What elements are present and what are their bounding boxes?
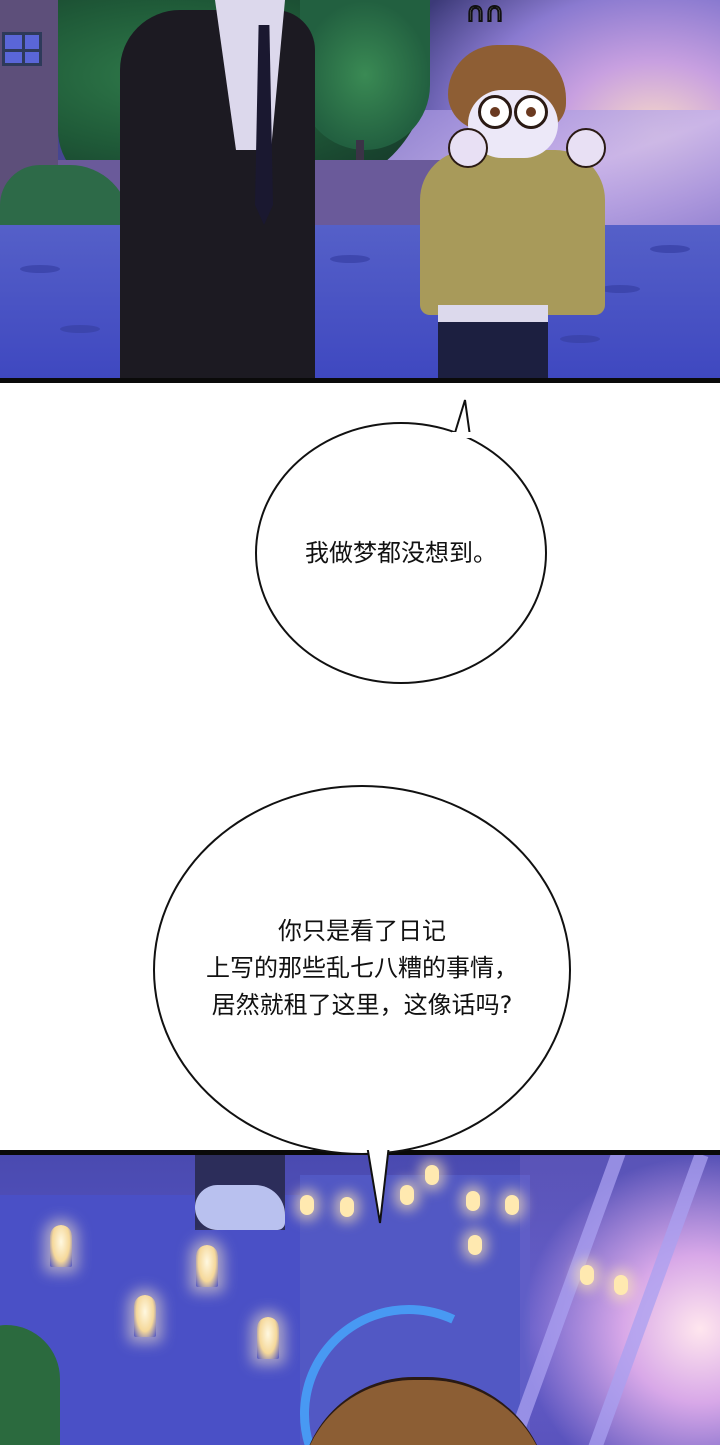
- man-tie: [255, 25, 273, 225]
- speech-tail-up-icon: [452, 399, 474, 438]
- glowing-window: [134, 1295, 156, 1337]
- cloud: [195, 1185, 285, 1230]
- comic-panel-bottom: [0, 1150, 720, 1445]
- glowing-window: [196, 1245, 218, 1287]
- man-in-suit: [120, 10, 315, 378]
- speech-bubble-1: 我做梦都没想到。: [255, 422, 547, 684]
- comic-panel-top: ∩∩: [0, 0, 720, 383]
- boy-fist-left: [448, 128, 488, 168]
- glowing-light: [425, 1165, 439, 1185]
- glowing-light: [505, 1195, 519, 1215]
- plaza-ground: [0, 225, 720, 378]
- glowing-light: [580, 1265, 594, 1285]
- glowing-light: [468, 1235, 482, 1255]
- glowing-window: [257, 1317, 279, 1359]
- glowing-light: [400, 1185, 414, 1205]
- boy-eye-left: [478, 95, 512, 129]
- glowing-window: [50, 1225, 72, 1267]
- speech-bubble-2: 你只是看了日记 上写的那些乱七八糟的事情， 居然就租了这里，这像话吗?: [153, 785, 571, 1155]
- boy-pants: [438, 322, 548, 378]
- speech-text-2: 你只是看了日记 上写的那些乱七八糟的事情， 居然就租了这里，这像话吗?: [206, 916, 518, 1019]
- speech-text-1: 我做梦都没想到。: [305, 538, 497, 567]
- shock-sfx-icon: ∩∩: [465, 0, 505, 28]
- tree: [300, 0, 430, 150]
- boy-shirt-hem: [438, 305, 548, 323]
- boy-sweatshirt: [420, 150, 605, 315]
- house-window: [2, 32, 42, 66]
- glowing-light: [340, 1197, 354, 1217]
- boy-eye-right: [514, 95, 548, 129]
- boy-fist-right: [566, 128, 606, 168]
- speech-tail-down-icon: [365, 1145, 391, 1224]
- glowing-light: [300, 1195, 314, 1215]
- glowing-light: [466, 1191, 480, 1211]
- glowing-light: [614, 1275, 628, 1295]
